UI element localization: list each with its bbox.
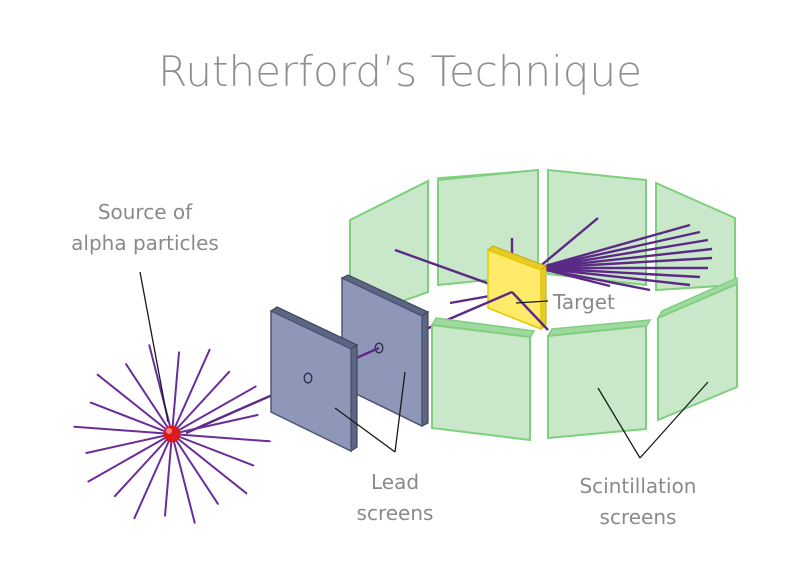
alpha-ray	[171, 385, 257, 435]
alpha-ray	[171, 414, 259, 435]
lead-label-line2: screens	[357, 501, 434, 525]
alpha-source-rays	[73, 344, 271, 524]
label-leader-lines	[139, 271, 709, 459]
alpha-ray	[171, 370, 231, 435]
source-label-line1: Source of	[98, 200, 193, 224]
scattered-rays-back	[394, 217, 713, 305]
source-label-line2: alpha particles	[71, 231, 219, 255]
page-title: Rutherford’s Technique	[158, 47, 642, 96]
scintillation-screen-front-2	[546, 319, 652, 440]
alpha-ray	[113, 433, 173, 498]
alpha-ray	[164, 433, 173, 517]
alpha-ray	[148, 344, 173, 435]
lead-label-line1: Lead	[371, 470, 419, 494]
alpha-ray	[171, 351, 180, 435]
alpha-ray	[133, 433, 173, 520]
lead-screen-aperture	[303, 372, 313, 384]
alpha-ray	[171, 433, 219, 505]
scintillation-screens-front	[430, 276, 738, 442]
lead-screen-1	[269, 306, 359, 453]
alpha-ray	[87, 433, 173, 483]
scintillation-label-line2: screens	[600, 505, 677, 529]
lead-screen-2	[340, 274, 430, 428]
alpha-ray	[171, 433, 255, 467]
alpha-ray	[85, 433, 173, 454]
alpha-ray	[73, 425, 173, 435]
scintillation-label-line1: Scintillation	[579, 474, 696, 498]
alpha-ray	[125, 363, 173, 435]
alpha-ray	[171, 433, 196, 524]
scintillation-screen-front-1	[430, 317, 536, 442]
alpha-source	[163, 425, 181, 443]
alpha-ray	[96, 373, 173, 435]
deflected-ray	[511, 291, 549, 331]
alpha-ray	[171, 348, 211, 435]
alpha-ray	[171, 433, 271, 443]
scintillation-screen-back-4	[655, 181, 736, 292]
alpha-ray	[89, 401, 173, 435]
alpha-ray	[171, 433, 248, 495]
scintillation-screen-back-3	[547, 168, 647, 287]
target-label: Target	[552, 290, 615, 314]
scintillation-screen-front-3	[656, 276, 738, 422]
